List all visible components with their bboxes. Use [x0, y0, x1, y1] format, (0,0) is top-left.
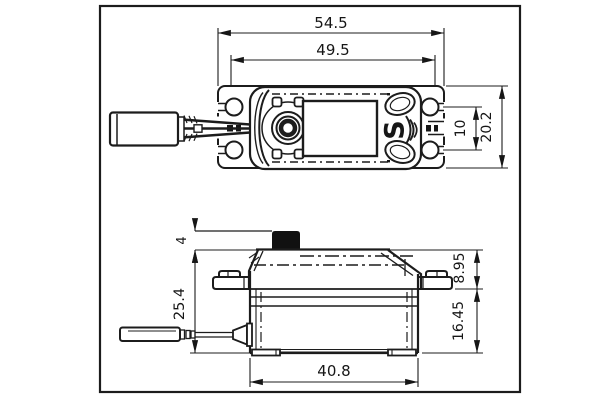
- logo-sound-waves: [405, 115, 418, 145]
- label-window: [301, 99, 379, 158]
- case-seam-dashes: [272, 93, 392, 163]
- mount-hole-bottom-right: [420, 140, 440, 160]
- dim-shaft-height-label: 4: [175, 236, 190, 244]
- mounting-tab-right: [418, 270, 453, 290]
- mount-hole-bottom-left: [224, 140, 244, 160]
- connector-plug-top: [108, 111, 180, 147]
- dim-lower-height-label: 16.45: [451, 301, 467, 341]
- connector-lead-top: [108, 111, 251, 147]
- wire-crimp-side: [179, 329, 196, 340]
- dim-body-length-label: 40.8: [317, 362, 350, 380]
- output-shaft-mid: [275, 115, 301, 141]
- mount-hole-top-left: [224, 97, 244, 117]
- brand-logo: S: [380, 115, 418, 145]
- output-shaft-spline: [278, 118, 298, 138]
- side-view: 4 25.4 8.95 16.45 40.8: [119, 218, 483, 387]
- output-shaft-assembly: [261, 96, 315, 160]
- top-view-dimensions: 54.5 49.5 10 20.2: [217, 14, 508, 169]
- dim-hole-spacing-label: 10: [453, 120, 469, 138]
- dim-inner-width-label: 49.5: [316, 41, 349, 59]
- connector-lead-side: [119, 322, 253, 347]
- mounting-holes: [224, 97, 440, 160]
- dim-upper-height-label: 8.95: [452, 252, 468, 283]
- mount-hole-top-right: [420, 97, 440, 117]
- top-view: S: [108, 14, 508, 171]
- connector-plug-side: [119, 326, 181, 342]
- case-end-bumps: [384, 91, 416, 165]
- brand-logo-s: S: [380, 120, 411, 139]
- output-shaft-side: [272, 231, 300, 250]
- dim-overall-height-label: 20.2: [479, 111, 495, 142]
- upper-case-seam-dashes: [254, 255, 413, 266]
- case-screws: [271, 96, 305, 160]
- dim-total-height-label: 25.4: [172, 288, 188, 320]
- dim-overall-width-label: 54.5: [314, 14, 347, 32]
- side-view-dimensions: 4 25.4 8.95 16.45 40.8: [172, 218, 483, 387]
- case-edge-band: [254, 89, 270, 167]
- bottom-feet: [251, 348, 417, 357]
- mounting-tab-left: [212, 270, 250, 290]
